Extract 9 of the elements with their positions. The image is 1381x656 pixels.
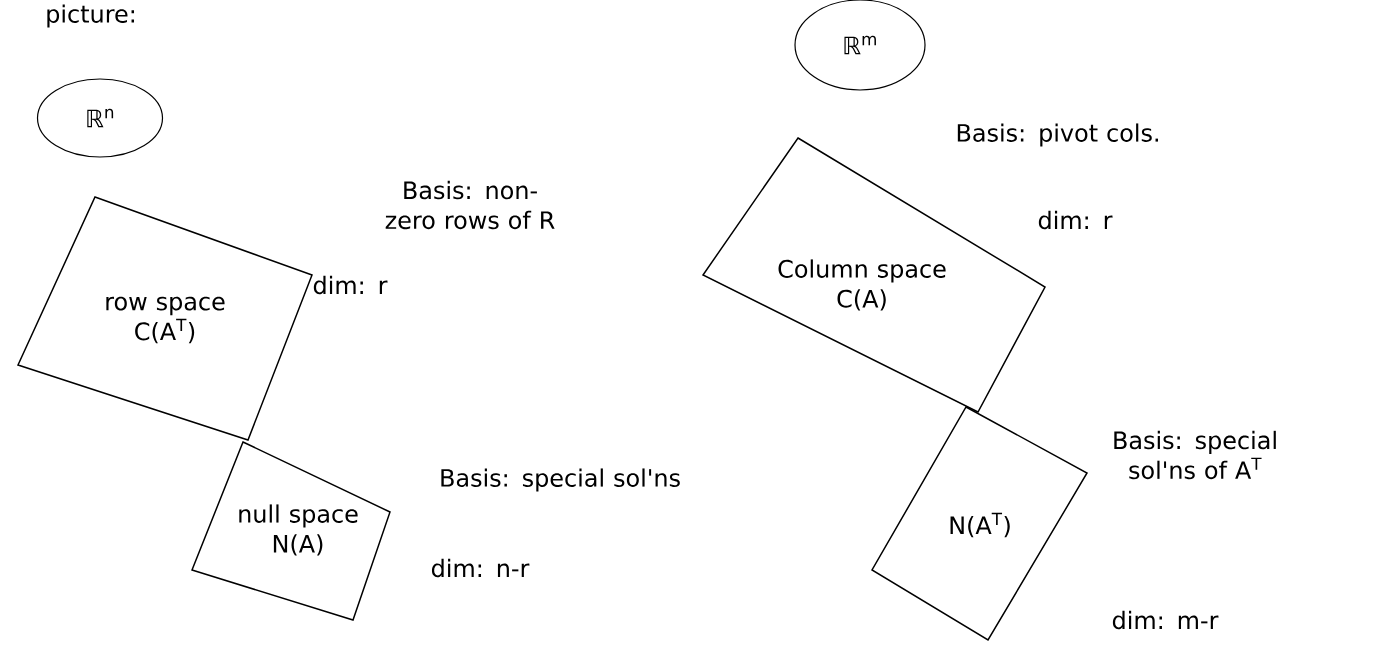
annotation: dim: m-r [1112, 610, 1219, 630]
note: picture: [47, 4, 134, 28]
annotation: dim: n-r [431, 558, 530, 578]
space-box: N(A$^{T}$) [871, 406, 1089, 642]
annotation: Basis: special sol'ns of A$^{T}$ [1114, 430, 1276, 480]
space-box: null space N(A) [191, 441, 391, 621]
annotation: Basis: special sol'ns [441, 468, 680, 492]
annotation: dim: r [313, 275, 388, 295]
annotation: Basis: non-zero rows of R [385, 180, 555, 230]
